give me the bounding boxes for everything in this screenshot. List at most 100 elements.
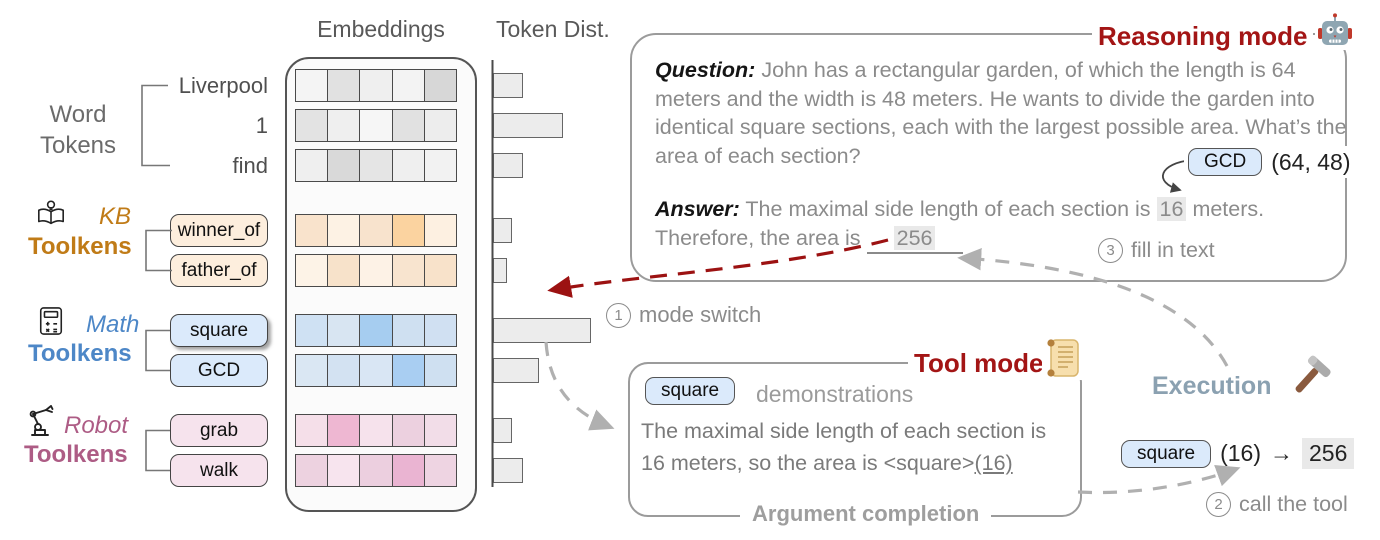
embedding-cell xyxy=(295,254,329,287)
embedding-cell xyxy=(423,149,458,182)
group-brackets xyxy=(141,84,172,472)
embedding-cell xyxy=(359,214,393,247)
step-1-badge: 1 xyxy=(606,302,631,328)
embedding-cell xyxy=(423,354,458,387)
scroll-icon xyxy=(1042,336,1084,385)
book-lightbulb-icon xyxy=(36,198,66,235)
execution-call: square (16) → 256 xyxy=(1117,436,1358,471)
robot-toolkens-label: Toolkens xyxy=(24,441,128,468)
token-dist-bar xyxy=(493,418,512,443)
gcd-call-args: (64, 48) xyxy=(1271,148,1351,175)
embedding-cell xyxy=(391,414,425,447)
embedding-row xyxy=(295,314,458,347)
word-token-label: 1 xyxy=(255,113,268,138)
math-group-label: Math xyxy=(86,311,140,338)
toolken-box: father_of xyxy=(170,254,268,287)
toolken-box: winner_of xyxy=(170,214,268,247)
reasoning-mode-title: Reasoning mode xyxy=(1092,21,1314,51)
toolken-box: GCD xyxy=(170,354,268,387)
embedding-cell xyxy=(295,414,329,447)
demo-line-2: 16 meters, so the area is <square>(16) xyxy=(641,451,1013,475)
embedding-cell xyxy=(327,69,361,102)
embedding-row xyxy=(295,254,458,287)
embedding-cell xyxy=(391,214,425,247)
embedding-row xyxy=(295,69,458,102)
kb-group-label: KB xyxy=(99,203,132,230)
gcd-toolken-chip: GCD xyxy=(1188,148,1263,176)
embedding-cell xyxy=(423,214,458,247)
token-dist-bar xyxy=(493,258,507,283)
word-token-label: Liverpool xyxy=(178,73,268,98)
word-token-label: find xyxy=(232,153,268,178)
embedding-cell xyxy=(295,69,329,102)
answer-blank: 256 xyxy=(866,224,963,254)
token-dist-bar xyxy=(493,113,563,138)
embedding-cell xyxy=(391,454,425,487)
math-toolkens-label: Toolkens xyxy=(28,340,132,367)
square-toolken-chip-exec: square xyxy=(1121,439,1212,468)
call-the-tool-arrow xyxy=(1077,465,1241,495)
embedding-cell xyxy=(359,254,393,287)
embedding-cell xyxy=(295,109,329,142)
embedding-cell xyxy=(423,69,458,102)
embedding-row xyxy=(295,354,458,387)
embedding-cell xyxy=(359,109,393,142)
embedding-cell xyxy=(327,354,361,387)
embedding-cell xyxy=(295,354,329,387)
gcd-call: GCD (64, 48) xyxy=(1184,146,1355,178)
embedding-cell xyxy=(327,109,361,142)
robot-head-icon xyxy=(1314,12,1356,57)
to-tool-mode-arrow xyxy=(544,341,615,431)
kb-toolkens-label: Toolkens xyxy=(28,233,132,260)
calculator-icon xyxy=(37,306,65,341)
embedding-cell xyxy=(423,254,458,287)
step-2-badge: 2 xyxy=(1206,492,1231,517)
execution-title: Execution xyxy=(1152,372,1272,400)
embedding-cell xyxy=(391,149,425,182)
answer-filled-16: 16 xyxy=(1156,197,1187,221)
token-dist-header: Token Dist. xyxy=(496,16,610,42)
embedding-cell xyxy=(359,69,393,102)
embedding-cell xyxy=(359,354,393,387)
embedding-cell xyxy=(391,254,425,287)
execution-arrow-glyph: → xyxy=(1270,440,1294,466)
toolken-box: walk xyxy=(170,454,268,487)
embedding-cell xyxy=(327,214,361,247)
step-1-mode-switch: 1 mode switch xyxy=(606,302,761,328)
embedding-cell xyxy=(295,149,329,182)
demo-line-1: The maximal side length of each section … xyxy=(641,419,1047,443)
step-3-fill-in-text: 3 fill in text xyxy=(1098,238,1215,263)
embedding-cell xyxy=(391,109,425,142)
embeddings-header: Embeddings xyxy=(317,16,445,42)
embedding-cell xyxy=(423,454,458,487)
robot-arm-icon xyxy=(24,404,60,445)
step-2-call-the-tool: 2 call the tool xyxy=(1206,492,1348,517)
embedding-row xyxy=(295,109,458,142)
word-tokens-label: Word Tokens xyxy=(39,101,117,159)
hammer-icon xyxy=(1283,352,1335,409)
embedding-cell xyxy=(327,414,361,447)
square-toolken-chip-demo: square xyxy=(645,377,736,405)
embedding-cell xyxy=(327,454,361,487)
embedding-cell xyxy=(295,454,329,487)
token-dist-bar xyxy=(493,218,512,243)
embedding-cell xyxy=(327,254,361,287)
execution-result: 256 xyxy=(1302,438,1355,469)
answer-text: Answer: The maximal side length of each … xyxy=(655,195,1350,254)
embedding-row xyxy=(295,149,458,182)
token-dist-bar xyxy=(493,73,523,98)
embedding-row xyxy=(295,214,458,247)
embedding-cell xyxy=(359,314,393,347)
embedding-cell xyxy=(295,314,329,347)
embedding-cell xyxy=(391,69,425,102)
execution-args: (16) xyxy=(1220,440,1262,466)
embedding-cell xyxy=(327,149,361,182)
embedding-cell xyxy=(423,414,458,447)
question-label: Question: xyxy=(655,58,756,82)
embedding-row xyxy=(295,414,458,447)
embedding-cell xyxy=(359,454,393,487)
question-text: Question: John has a rectangular garden,… xyxy=(655,58,1347,168)
embedding-cell xyxy=(423,314,458,347)
toolken-box: grab xyxy=(170,414,268,447)
